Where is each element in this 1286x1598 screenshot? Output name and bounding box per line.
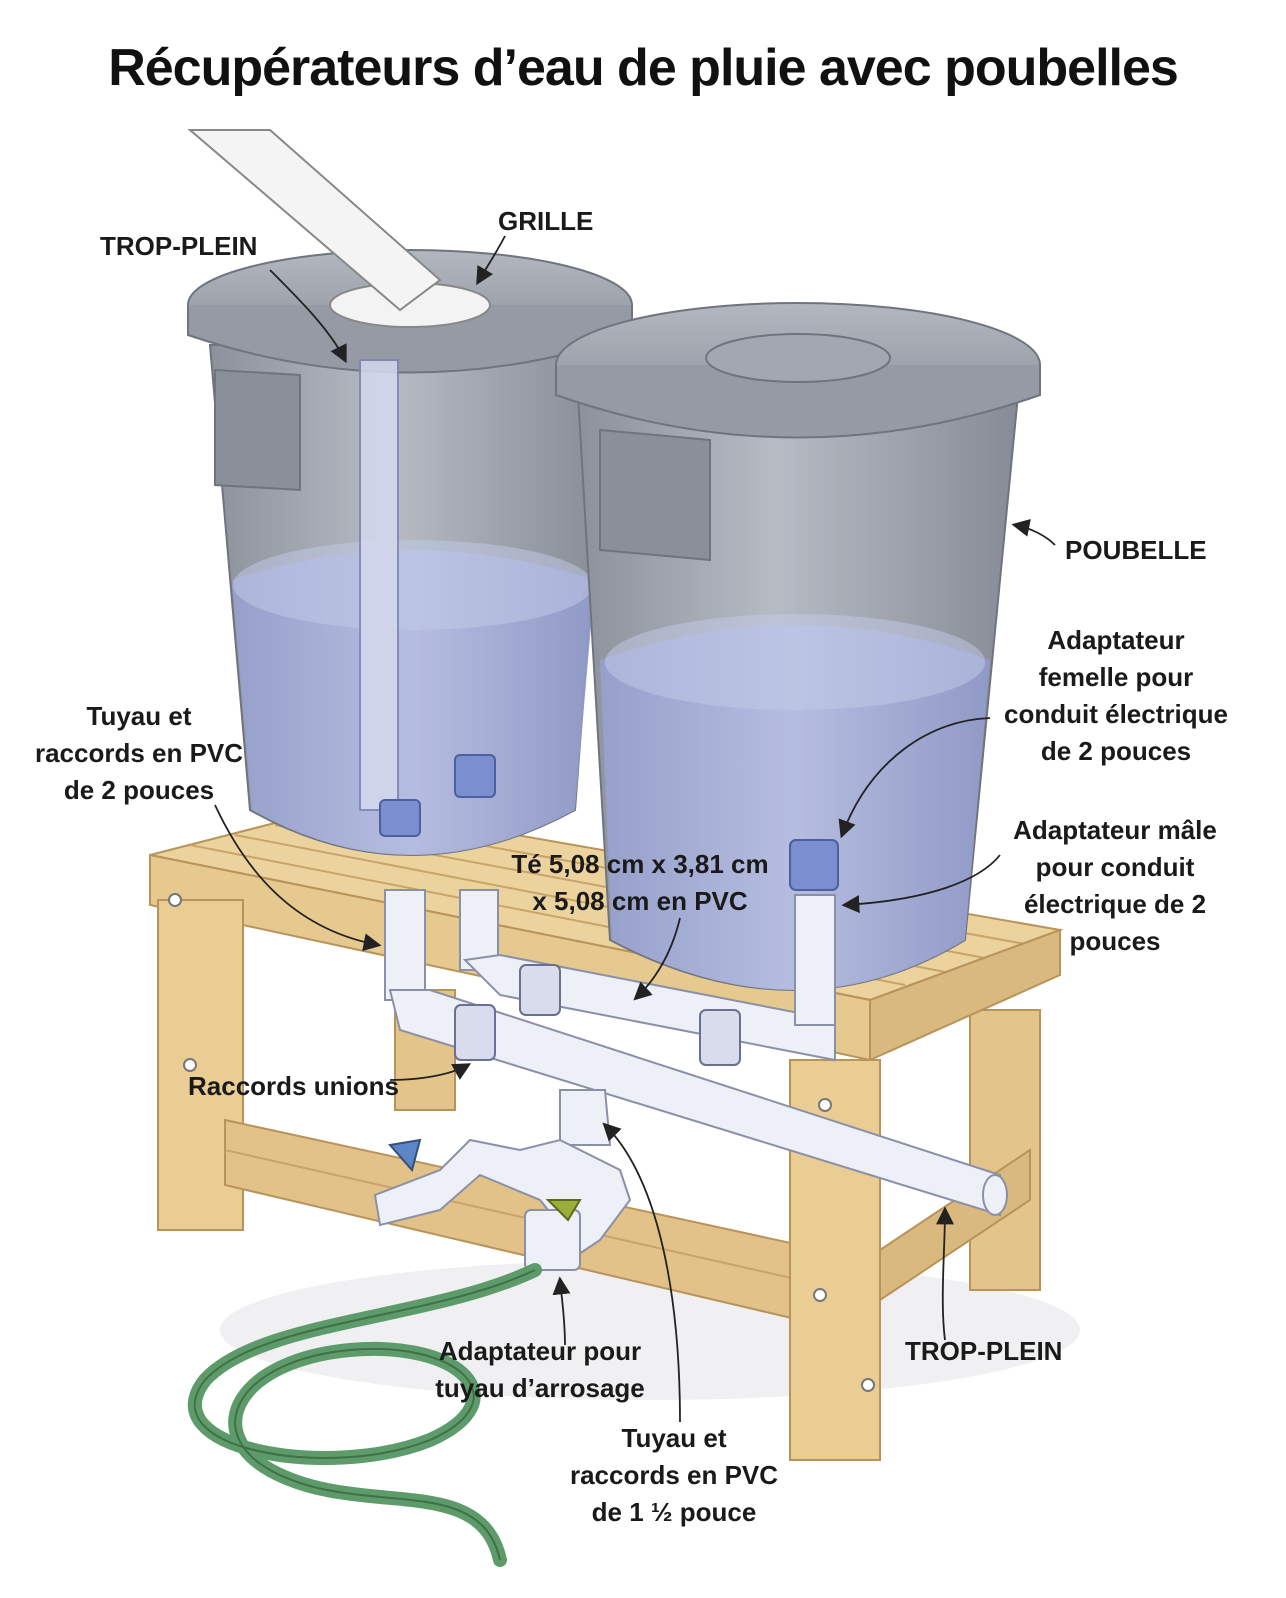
- trash-bin-left: [187, 249, 633, 856]
- label-tuyau-2-pouces: Tuyau et raccords en PVC de 2 pouces: [34, 701, 244, 805]
- label-trop-plein-top: TROP-PLEIN: [100, 231, 258, 261]
- label-adaptateur-femelle: Adaptateur femelle pour conduit électriq…: [1004, 625, 1228, 766]
- leader-lines: [214, 235, 1056, 1423]
- downspout: [187, 129, 442, 312]
- water-right: [600, 625, 990, 990]
- label-adaptateur-male: Adaptateur mâle pour conduit électrique …: [1013, 815, 1217, 956]
- union-couplings: [454, 964, 741, 1066]
- trash-bin-right: [555, 302, 1041, 991]
- valves: [388, 1138, 582, 1222]
- label-poubelle: POUBELLE: [1065, 535, 1207, 565]
- label-raccords-unions: Raccords unions: [188, 1071, 399, 1101]
- label-grille: GRILLE: [498, 206, 594, 236]
- label-trop-plein-bottom: TROP-PLEIN: [905, 1336, 1063, 1366]
- overflow-pipe-left: [359, 359, 399, 811]
- water-left: [232, 550, 595, 855]
- label-adaptateur-arrosage: Adaptateur pour tuyau d’arrosage: [435, 1336, 645, 1403]
- bench-side-apron: [869, 928, 1061, 1062]
- label-te-pvc: Té 5,08 cm x 3,81 cm x 5,08 cm en PVC: [511, 849, 769, 916]
- page-title: Récupérateurs d’eau de pluie avec poubel…: [108, 39, 1179, 97]
- label-tuyau-1-5-pouce: Tuyau et raccords en PVC de 1 ½ pouce: [569, 1423, 779, 1527]
